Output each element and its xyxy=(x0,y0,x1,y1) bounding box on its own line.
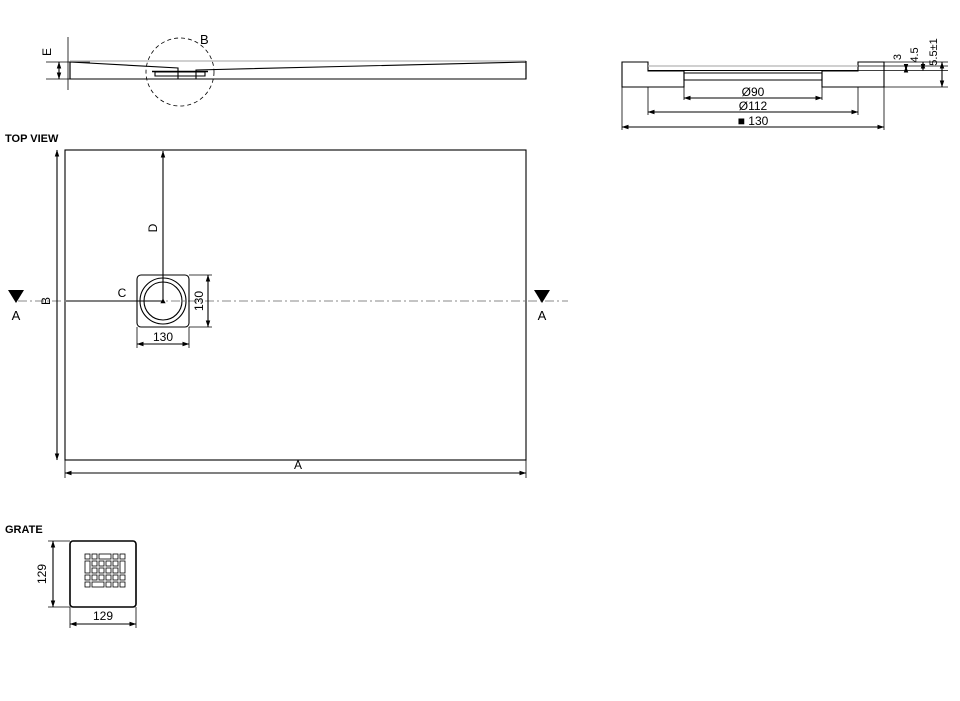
tray-outline-top-view xyxy=(64,149,527,461)
thickness-3-label: 3 xyxy=(892,54,904,60)
detail-section-drain: 3 4.5 5.5±1 Ø90 Ø112 ■ 130 xyxy=(621,38,948,130)
sq130-label: ■ 130 xyxy=(738,114,769,128)
drain-width-dim-label: 130 xyxy=(153,330,173,344)
d90-label: Ø90 xyxy=(742,85,765,99)
drain-center-mark xyxy=(160,298,166,304)
drain-height-dim-label: 130 xyxy=(192,291,206,311)
grate-view: GRATE xyxy=(5,524,137,628)
e-dimension-label: E xyxy=(40,48,54,56)
section-view-elevation: E B xyxy=(40,32,527,107)
grate-slot-pattern xyxy=(84,553,126,588)
grate-width-dim-label: 129 xyxy=(93,609,113,623)
section-marker-left-label: A xyxy=(12,308,21,323)
grate-height-dim-label: 129 xyxy=(35,564,49,584)
c-dimension-label: C xyxy=(118,286,127,300)
section-marker-right-arrow xyxy=(534,290,550,303)
section-marker-right-label: A xyxy=(538,308,547,323)
d-dimension-label: D xyxy=(146,223,160,232)
thickness-45-label: 4.5 xyxy=(909,47,921,62)
d112-label: Ø112 xyxy=(739,99,768,113)
grate-outline xyxy=(69,540,137,608)
drain-circle-inner xyxy=(143,281,183,321)
top-view: TOP VIEW A A B A D C xyxy=(5,133,568,478)
drain-square-outline xyxy=(136,274,190,328)
top-view-title: TOP VIEW xyxy=(5,133,59,145)
grate-title: GRATE xyxy=(5,524,43,536)
detail-b-label: B xyxy=(200,32,209,47)
section-marker-left-arrow xyxy=(8,290,24,303)
detail-b-circle xyxy=(145,37,215,107)
b-dimension-label: B xyxy=(39,297,53,305)
drain-circle-outer xyxy=(139,277,187,325)
thickness-55-label: 5.5±1 xyxy=(928,38,940,65)
a-dimension-label: A xyxy=(294,458,302,472)
